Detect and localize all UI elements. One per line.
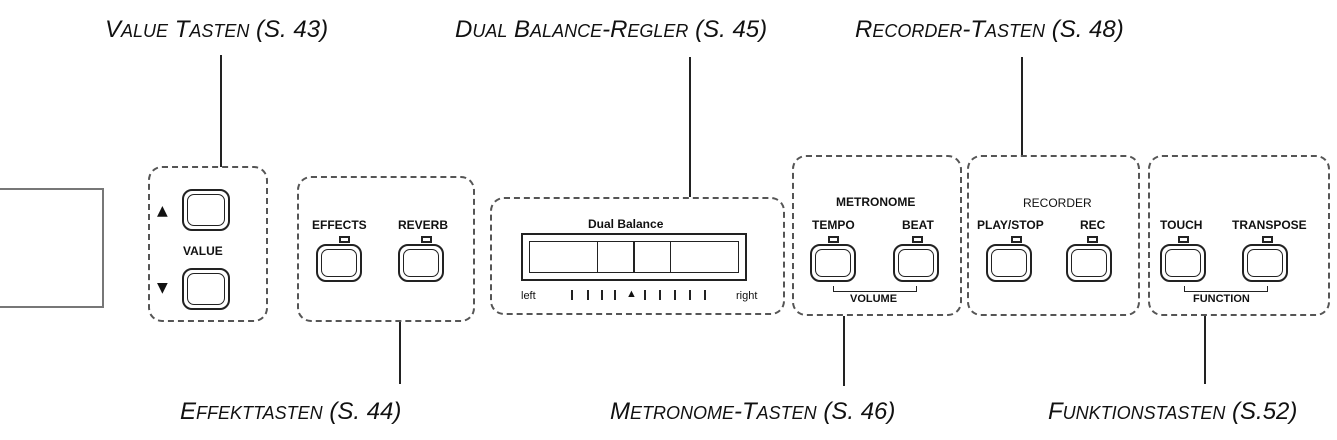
down-arrow-icon: ▼ [157, 280, 168, 296]
leader-funktion [1204, 314, 1206, 384]
balance-tick [571, 290, 573, 300]
callout-funktionstasten: FUNKTIONSTASTEN (S.52) [1048, 398, 1298, 425]
left-label: left [521, 290, 536, 302]
tempo-label: TEMPO [812, 218, 855, 232]
dual-balance-frame [521, 233, 747, 281]
rec-label: REC [1080, 218, 1106, 232]
volume-label: VOLUME [850, 293, 898, 305]
callout-value-tasten: VALUE TASTEN (S. 43) [105, 16, 329, 43]
group-function [1148, 155, 1330, 316]
balance-tick [614, 290, 616, 300]
leader-dual-balance [689, 57, 691, 197]
transpose-led [1262, 236, 1273, 243]
play-stop-led [1011, 236, 1022, 243]
group-value [148, 166, 268, 322]
display-panel [0, 188, 104, 308]
value-label: VALUE [183, 244, 223, 258]
play-stop-button[interactable] [986, 244, 1032, 282]
leader-value [220, 55, 222, 167]
touch-label: TOUCH [1160, 218, 1203, 232]
reverb-led [421, 236, 432, 243]
beat-label: BEAT [902, 218, 934, 232]
balance-tick [644, 290, 646, 300]
leader-effekt [399, 322, 401, 384]
tempo-led [828, 236, 839, 243]
function-bracket [1184, 286, 1268, 292]
balance-tick [601, 290, 603, 300]
dual-balance-slider[interactable] [597, 241, 671, 273]
touch-button[interactable] [1160, 244, 1206, 282]
group-dual-balance [490, 197, 785, 315]
dual-balance-title: Dual Balance [588, 217, 664, 231]
effects-label: EFFECTS [312, 218, 367, 232]
tempo-button[interactable] [810, 244, 856, 282]
balance-tick [704, 290, 706, 300]
group-recorder [967, 155, 1140, 316]
up-arrow-icon: ▲ [157, 203, 168, 219]
balance-tick [689, 290, 691, 300]
function-label: FUNCTION [1193, 293, 1250, 305]
transpose-button[interactable] [1242, 244, 1288, 282]
right-label: right [736, 290, 758, 302]
volume-bracket [833, 286, 917, 292]
touch-led [1178, 236, 1189, 243]
value-up-button[interactable] [182, 189, 230, 231]
recorder-title: RECORDER [1023, 196, 1092, 210]
center-marker-icon: ▲ [626, 288, 637, 300]
effects-button[interactable] [316, 244, 362, 282]
group-effects [297, 176, 475, 322]
callout-effekttasten: EFFEKTTASTEN (S. 44) [180, 398, 402, 425]
callout-dual-balance-regler: DUAL BALANCE-REGLER (S. 45) [455, 16, 768, 43]
leader-recorder [1021, 57, 1023, 157]
reverb-button[interactable] [398, 244, 444, 282]
balance-tick [659, 290, 661, 300]
play-stop-label: PLAY/STOP [977, 218, 1044, 232]
rec-led [1087, 236, 1098, 243]
balance-tick [587, 290, 589, 300]
beat-button[interactable] [893, 244, 939, 282]
rec-button[interactable] [1066, 244, 1112, 282]
effects-led [339, 236, 350, 243]
value-down-button[interactable] [182, 268, 230, 310]
metronome-title: METRONOME [836, 195, 916, 209]
group-metronome [792, 155, 962, 316]
transpose-label: TRANSPOSE [1232, 218, 1307, 232]
balance-tick [674, 290, 676, 300]
reverb-label: REVERB [398, 218, 449, 232]
callout-metronome-tasten: METRONOME-TASTEN (S. 46) [610, 398, 896, 425]
callout-recorder-tasten: RECORDER-TASTEN (S. 48) [855, 16, 1124, 43]
beat-led [912, 236, 923, 243]
leader-metronome [843, 316, 845, 386]
